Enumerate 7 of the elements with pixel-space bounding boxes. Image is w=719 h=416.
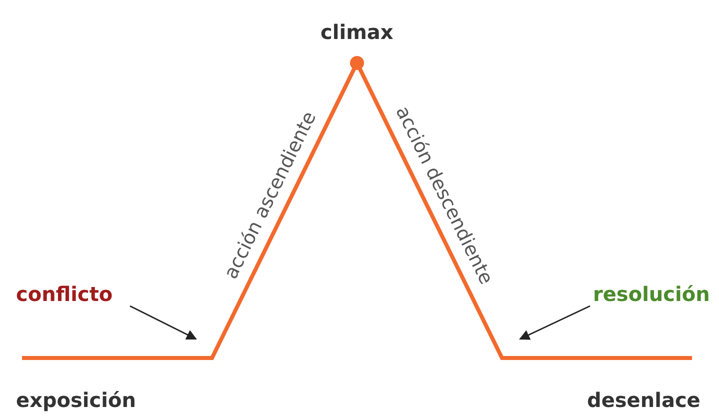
arrow <box>130 305 197 340</box>
stage-label: desenlace <box>587 390 700 410</box>
stage-label: exposición <box>16 390 136 410</box>
stage-label: conflicto <box>16 284 113 304</box>
stage-label: climax <box>320 22 394 42</box>
arrow <box>519 305 590 340</box>
stage-label: resolución <box>593 284 710 304</box>
